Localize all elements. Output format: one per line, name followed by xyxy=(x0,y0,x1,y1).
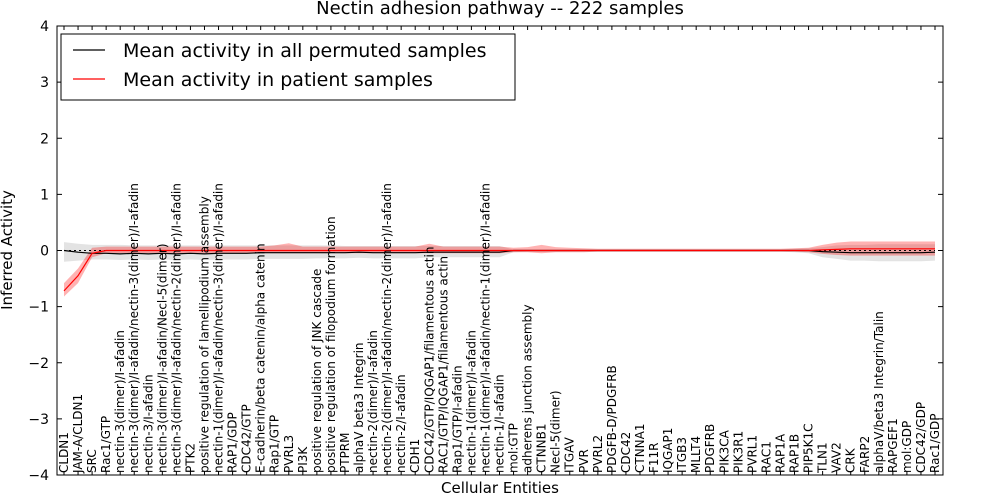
x-category-label: PVR xyxy=(577,449,591,473)
x-category-label: TLN1 xyxy=(816,442,830,474)
x-category-label: positive regulation of lamellipodium ass… xyxy=(198,196,212,473)
x-category-label: nectin-2(dimer)/I-afadin xyxy=(366,330,380,473)
x-category-label: PIK3CA xyxy=(717,429,731,473)
x-category-label: VAV2 xyxy=(830,442,844,473)
x-category-label: adherens junction assembly xyxy=(521,304,535,473)
x-category-label: mol:GDP xyxy=(900,421,914,473)
x-category-label: RAC1 xyxy=(759,441,773,473)
x-category-label: FARP2 xyxy=(858,436,872,473)
x-category-label: alphaV/beta3 Integrin/Talin xyxy=(872,311,886,473)
chart-title: Nectin adhesion pathway -- 222 samples xyxy=(316,0,684,19)
y-tick-label: 4 xyxy=(40,19,49,35)
legend-label-patient: Mean activity in patient samples xyxy=(123,69,433,91)
x-axis-title: Cellular Entities xyxy=(441,479,559,497)
series-line-1 xyxy=(63,248,935,292)
x-category-label: PVRL3 xyxy=(282,435,296,473)
x-category-label: Rap1/GTP/I-afadin xyxy=(450,365,464,473)
x-category-label: Rap1/GTP xyxy=(268,415,282,473)
x-category-label: RAP1B xyxy=(788,434,802,473)
x-category-label: PDGFB-D/PDGFRB xyxy=(605,365,619,473)
x-category-label: nectin-1(dimer)/I-afadin/nectin-1(dimer)… xyxy=(479,183,493,473)
x-category-label: CDC42/GDP xyxy=(914,402,928,473)
x-category-label: CDC42 xyxy=(619,432,633,473)
legend: Mean activity in all permuted samples Me… xyxy=(60,33,516,101)
x-category-label: positive regulation of filopodium format… xyxy=(324,216,338,473)
x-category-label: nectin-3(dimer)/I-afadin/Necl-5(dimer) xyxy=(155,243,169,473)
y-tick-label: −4 xyxy=(28,468,49,484)
band-series-1 xyxy=(64,241,935,297)
x-category-label: nectin-2/I-afadin xyxy=(394,374,408,473)
x-category-label: alphaV beta3 Integrin xyxy=(352,342,366,473)
y-tick-label: −1 xyxy=(28,300,49,316)
x-category-label: CTNNA1 xyxy=(633,423,647,473)
x-category-label: Rac1/GDP xyxy=(928,414,942,473)
x-category-label: CDC42/GTP xyxy=(240,404,254,473)
x-category-label: nectin-3(dimer)/I-afadin xyxy=(113,330,127,473)
x-category-label: nectin-1/I-afadin xyxy=(493,374,507,473)
x-category-label: positive regulation of JNK cascade xyxy=(310,269,324,473)
x-category-label: CTNNB1 xyxy=(535,423,549,473)
x-category-label: PIK3R1 xyxy=(731,431,745,473)
x-category-label: RAP1A xyxy=(774,433,788,473)
x-category-label: ITGB3 xyxy=(675,437,689,473)
confidence-bands xyxy=(64,241,935,297)
x-category-label: nectin-3(dimer)/I-afadin/nectin-2(dimer)… xyxy=(169,183,183,473)
x-category-label: Rac1/GTP xyxy=(99,416,113,473)
x-category-label: RAPGEF1 xyxy=(886,418,900,473)
x-category-label: Necl-5(dimer) xyxy=(549,390,563,473)
x-category-label: nectin-2(dimer)/I-afadin/nectin-2(dimer)… xyxy=(380,183,394,473)
legend-label-permuted: Mean activity in all permuted samples xyxy=(123,40,486,62)
y-tick-label: 3 xyxy=(40,75,49,91)
x-category-label: SRC xyxy=(85,449,99,473)
x-category-label: F11R xyxy=(647,442,661,473)
x-category-label: CDH1 xyxy=(408,439,422,473)
y-axis-title: Inferred Activity xyxy=(0,190,16,310)
y-axis: −4 −3 −2 −1 0 1 2 3 4 xyxy=(28,19,943,484)
x-category-label: IQGAP1 xyxy=(661,428,675,473)
x-category-label: PVRL2 xyxy=(591,435,605,473)
x-category-label: CRK xyxy=(844,447,858,473)
x-category-label: PIP5K1C xyxy=(802,423,816,473)
legend-box xyxy=(60,33,516,101)
x-category-label: CDC42/GTP/IQGAP1/filamentous actin xyxy=(422,247,436,473)
series-lines xyxy=(63,248,936,292)
x-category-label: PI3K xyxy=(296,446,310,473)
y-tick-label: 1 xyxy=(40,187,49,203)
y-tick-label: −3 xyxy=(28,412,49,428)
y-tick-label: 0 xyxy=(40,244,49,260)
x-category-label: PDGFRB xyxy=(703,424,717,473)
x-category-label: mol:GTP xyxy=(507,423,521,473)
x-category-label: ITGAV xyxy=(563,436,577,473)
x-category-label: RAP1/GDP xyxy=(226,412,240,473)
x-category-label: RAC1/GTP/IQGAP1/filamentous actin xyxy=(436,256,450,473)
x-category-label: PTK2 xyxy=(183,443,197,473)
x-category-label: nectin-3(dimer)/I-afadin/nectin-3(dimer)… xyxy=(127,183,141,473)
x-category-label: nectin-1(dimer)/I-afadin xyxy=(464,330,478,473)
x-category-label: nectin-1(dimer)/I-afadin/nectin-3(dimer)… xyxy=(212,183,226,473)
y-tick-label: −2 xyxy=(28,356,49,372)
x-category-label: PVRL1 xyxy=(745,435,759,473)
x-category-label: CLDN1 xyxy=(57,432,71,473)
x-category-label: E-cadherin/beta catenin/alpha catenin xyxy=(254,243,268,473)
y-tick-label: 2 xyxy=(40,131,49,147)
x-category-label: PTPRM xyxy=(338,433,352,474)
x-category-label: MLLT4 xyxy=(689,436,703,473)
x-category-label: nectin-3/I-afadin xyxy=(141,374,155,473)
x-category-label: JAM-A/CLDN1 xyxy=(71,394,85,474)
